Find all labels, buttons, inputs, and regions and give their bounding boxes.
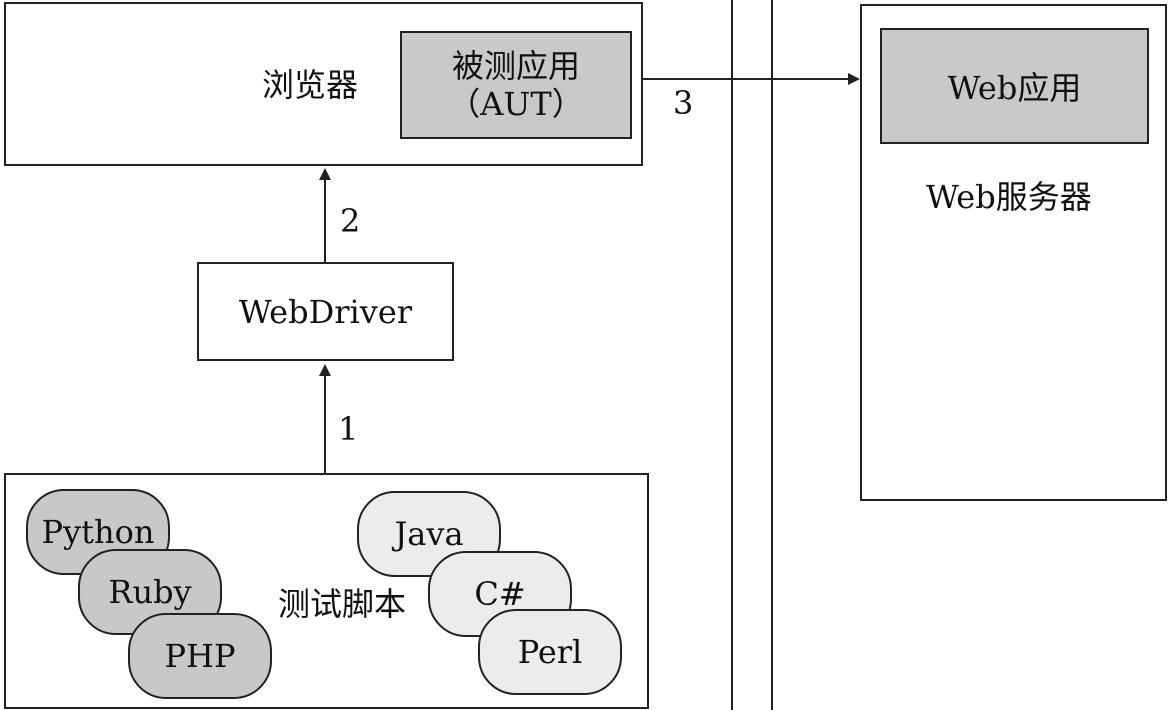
browser-box: 浏览器 被测应用 （AUT） (4, 2, 643, 166)
language-python: Python (41, 513, 155, 551)
web-server-label: Web服务器 (926, 178, 1092, 216)
language-csharp: C# (474, 575, 526, 613)
language-pill-ruby: Ruby (78, 549, 222, 635)
language-java: Java (394, 515, 464, 553)
language-perl: Perl (517, 633, 583, 671)
web-app-box: Web应用 (880, 28, 1149, 144)
arrow-2-label: 2 (340, 202, 361, 240)
webdriver-box: WebDriver (197, 262, 454, 361)
aut-label-line2: （AUT） (448, 85, 584, 123)
language-pill-php: PHP (128, 613, 272, 699)
test-scripts-box: 测试脚本 Python Ruby PHP Java C# Perl (4, 473, 649, 709)
test-scripts-label: 测试脚本 (278, 585, 407, 623)
webdriver-label: WebDriver (238, 292, 413, 331)
language-pill-java: Java (357, 491, 501, 577)
language-php: PHP (164, 637, 236, 675)
aut-box: 被测应用 （AUT） (400, 31, 632, 139)
web-server-box: Web应用 Web服务器 (860, 4, 1167, 501)
web-app-label: Web应用 (947, 69, 1082, 107)
aut-label-line1: 被测应用 (451, 47, 580, 85)
language-ruby: Ruby (108, 573, 192, 611)
arrow-3-label: 3 (673, 84, 694, 122)
arrow-1-label: 1 (338, 410, 359, 448)
language-pill-perl: Perl (478, 609, 622, 695)
browser-label: 浏览器 (262, 66, 359, 104)
